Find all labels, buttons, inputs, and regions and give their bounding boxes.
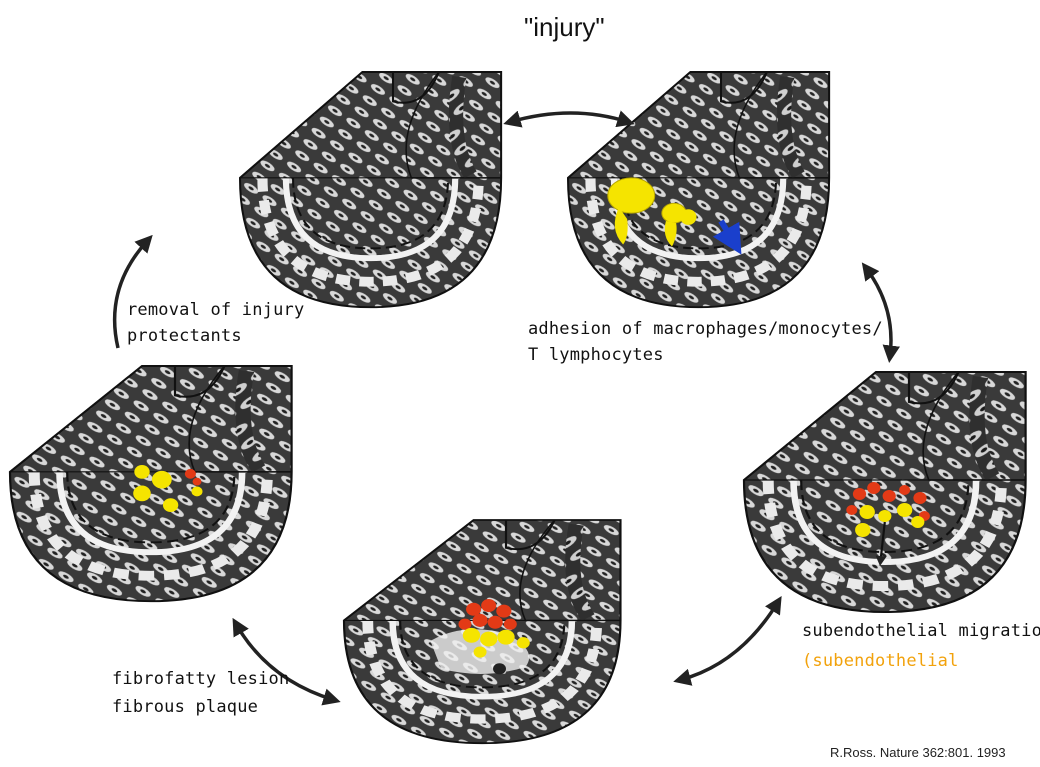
label-removal-line2: protectants (127, 326, 242, 346)
arrow-right-upper (866, 268, 891, 356)
artery-normal (240, 72, 501, 307)
artery-fibrous-plaque (344, 520, 620, 743)
arrow-top (510, 113, 628, 122)
label-migration-highlight: (subendothelial (802, 651, 959, 671)
artery-migration (744, 372, 1026, 612)
label-migration: subendothelial migration (802, 621, 1040, 641)
artery-adhesion (568, 72, 829, 307)
label-removal-line1: removal of injury (127, 300, 304, 320)
label-fibro-line2: fibrous plaque (112, 697, 258, 717)
label-fibro-line1: fibrofatty lesion (112, 669, 289, 689)
artery-fibrofatty-lesion (10, 366, 292, 601)
citation: R.Ross. Nature 362:801. 1993 (830, 745, 1006, 761)
diagram-title: "injury" (524, 12, 605, 43)
arrow-right-lower (680, 602, 778, 680)
label-adhesion-line2: T lymphocytes (528, 345, 664, 365)
label-adhesion-line1: adhesion of macrophages/monocytes/ (528, 319, 883, 339)
